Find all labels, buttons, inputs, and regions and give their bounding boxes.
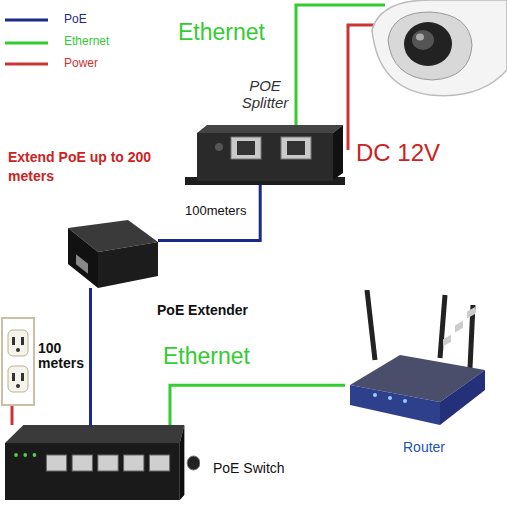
note-text: Extend PoE up to 200 meters — [8, 148, 173, 186]
wall-outlet — [2, 318, 34, 405]
dome-camera — [372, 0, 507, 96]
legend-text: PoE — [64, 13, 87, 26]
cable-length-label: 100 meters — [38, 341, 96, 372]
device-illustration — [5, 425, 200, 500]
device-label: Router — [403, 440, 445, 455]
ethernet-cable — [170, 385, 345, 425]
device-illustration — [185, 125, 345, 185]
poe-cable — [89, 288, 92, 425]
poe-cable — [158, 185, 260, 240]
power-wire — [11, 405, 14, 425]
legend-text: Power — [64, 57, 98, 70]
poe-splitter: POE Splitter — [185, 125, 345, 185]
cable-length-label: 100meters — [185, 204, 246, 218]
legend-line-sample — [5, 42, 48, 45]
poe-switch: PoE Switch — [5, 425, 200, 500]
device-illustration — [345, 290, 490, 430]
device-label: PoE Extender — [157, 303, 248, 318]
poe-extender: PoE Extender — [68, 220, 158, 288]
legend-line-sample — [5, 19, 48, 22]
device-label: PoE Switch — [213, 461, 285, 476]
router: Router — [345, 290, 490, 430]
voltage-label: DC 12V — [356, 140, 440, 166]
device-illustration — [68, 220, 158, 288]
wire-label: Ethernet — [178, 20, 265, 45]
legend-line-sample — [5, 63, 48, 66]
cable-length-label: Ethernet — [163, 344, 250, 369]
device-label: POE Splitter — [225, 78, 305, 111]
ethernet-wire — [296, 5, 385, 125]
legend-text: Ethernet — [64, 35, 109, 48]
